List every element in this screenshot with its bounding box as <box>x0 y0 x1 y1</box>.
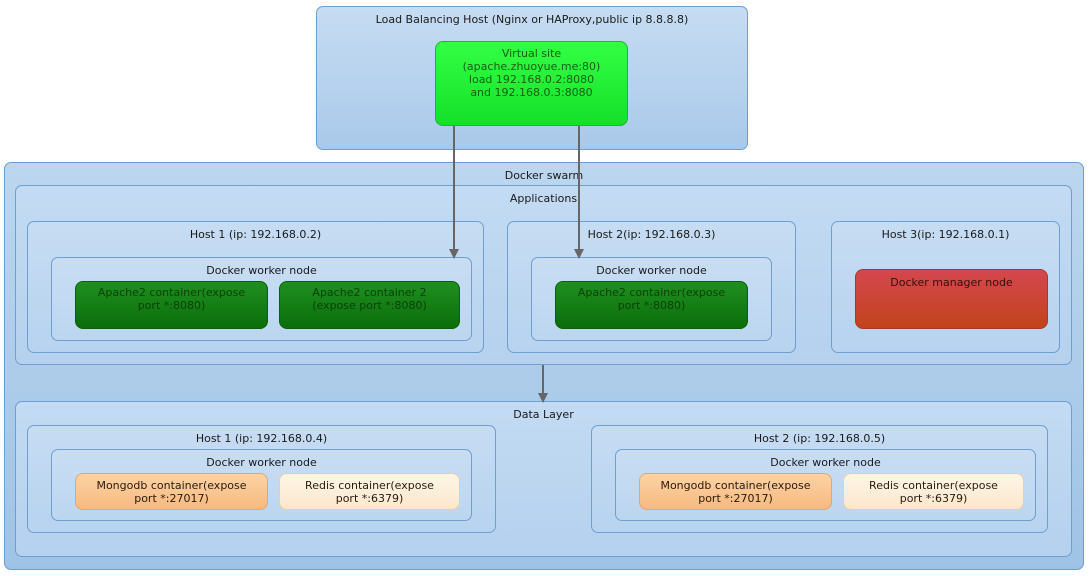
redis-container-2: Redis container(expose port *:6379) <box>843 473 1024 510</box>
app-host-3-title: Host 3(ip: 192.168.0.1) <box>881 228 1010 241</box>
redis-container-1: Redis container(expose port *:6379) <box>279 473 460 510</box>
app-host-1-worker-title: Docker worker node <box>206 264 317 277</box>
mongodb-container-2: Mongodb container(expose port *:27017) <box>639 473 832 510</box>
load-balancing-host: Load Balancing Host (Nginx or HAProxy,pu… <box>316 6 748 150</box>
mongodb-container-1: Mongodb container(expose port *:27017) <box>75 473 268 510</box>
load-balancing-host-title: Load Balancing Host (Nginx or HAProxy,pu… <box>375 13 689 26</box>
app-host-1-title: Host 1 (ip: 192.168.0.2) <box>189 228 322 241</box>
docker-swarm-title: Docker swarm <box>504 169 584 182</box>
data-host-1-title: Host 1 (ip: 192.168.0.4) <box>195 432 328 445</box>
app-host-2-worker-title: Docker worker node <box>596 264 707 277</box>
data-host-2-worker-title: Docker worker node <box>770 456 881 469</box>
virtual-site-node: Virtual site (apache.zhuoyue.me:80) load… <box>435 41 628 126</box>
data-host-2-title: Host 2 (ip: 192.168.0.5) <box>753 432 886 445</box>
apache2-container-1: Apache2 container(expose port *:8080) <box>75 281 268 329</box>
app-host-2-title: Host 2(ip: 192.168.0.3) <box>587 228 716 241</box>
data-host-1-worker-title: Docker worker node <box>206 456 317 469</box>
apache2-container-host2: Apache2 container(expose port *:8080) <box>555 281 748 329</box>
apache2-container-2: Apache2 container 2 (expose port *:8080) <box>279 281 460 329</box>
data-layer-title: Data Layer <box>513 408 574 421</box>
docker-manager-node: Docker manager node <box>855 269 1048 329</box>
applications-title: Applications <box>509 192 578 205</box>
